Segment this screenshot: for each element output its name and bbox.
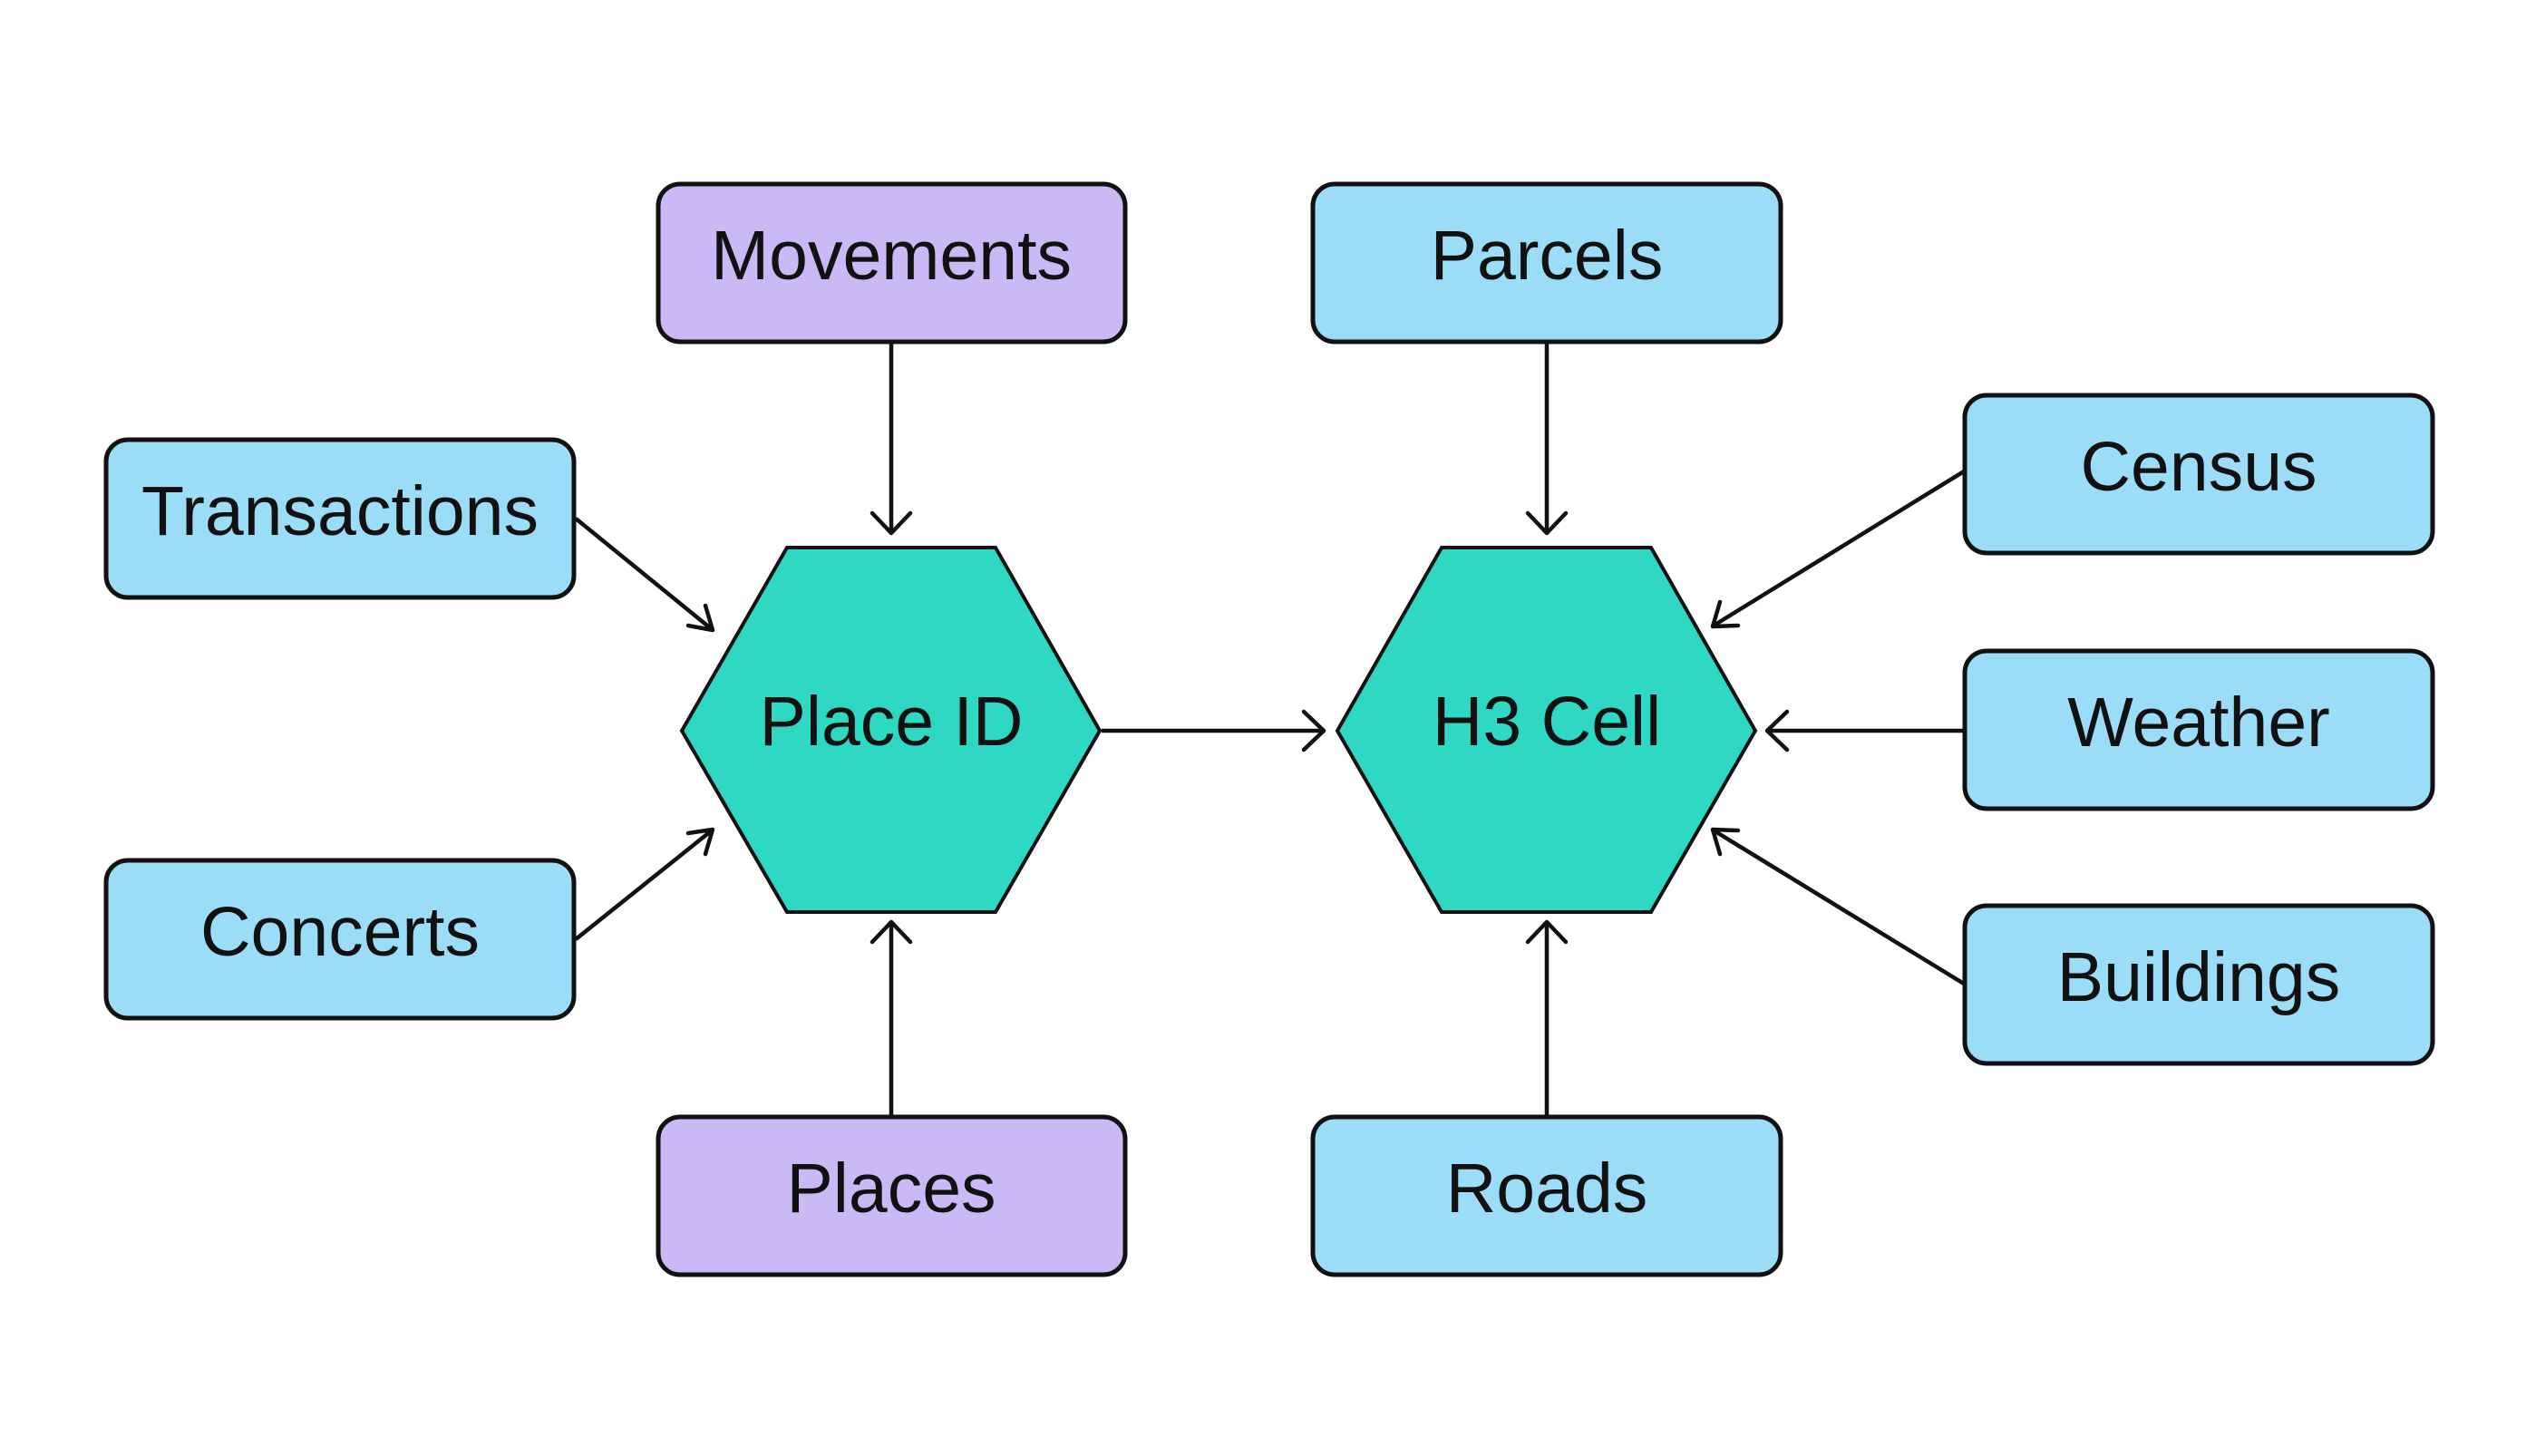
node-concerts: Concerts — [103, 858, 577, 1021]
node-census: Census — [1962, 393, 2435, 556]
box-shape — [1962, 648, 2435, 811]
node-label-transactions: Transactions — [141, 472, 539, 550]
box-shape — [103, 437, 577, 600]
box-shape — [656, 181, 1128, 345]
edge-places-to-place-id — [870, 919, 913, 1115]
node-label-buildings: Buildings — [2057, 938, 2340, 1016]
edge-buildings-to-h3-cell — [1710, 827, 1966, 985]
box-shape — [103, 858, 577, 1021]
hexagon-shape — [1335, 546, 1758, 914]
node-label-movements: Movements — [711, 217, 1072, 295]
node-label-concerts: Concerts — [200, 893, 480, 971]
hub-h3-cell: H3 Cell — [1335, 546, 1758, 914]
hexagon-shape — [679, 546, 1103, 914]
edge-weather-to-h3-cell — [1764, 709, 1964, 752]
edge-movements-to-place-id — [870, 342, 913, 536]
box-shape — [1962, 393, 2435, 556]
edge-parcels-to-h3-cell — [1525, 342, 1569, 536]
node-buildings: Buildings — [1962, 903, 2435, 1066]
box-shape — [1962, 903, 2435, 1066]
node-label-weather: Weather — [2067, 684, 2330, 762]
node-roads: Roads — [1310, 1114, 1783, 1277]
edge-roads-to-h3-cell — [1525, 919, 1569, 1115]
node-parcels: Parcels — [1310, 181, 1783, 345]
edge-place-id-to-h3-cell — [1102, 709, 1326, 752]
node-movements: Movements — [656, 181, 1128, 345]
edge-census-to-h3-cell — [1710, 470, 1966, 629]
hub-place-id: Place ID — [679, 546, 1103, 914]
node-weather: Weather — [1962, 648, 2435, 811]
edges — [574, 342, 1966, 1115]
box-shape — [1310, 1114, 1783, 1277]
node-label-places: Places — [786, 1150, 996, 1228]
box-shape — [656, 1114, 1128, 1277]
node-transactions: Transactions — [103, 437, 577, 600]
hub-label-h3-cell: H3 Cell — [1433, 683, 1661, 761]
node-places: Places — [656, 1114, 1128, 1277]
node-label-parcels: Parcels — [1431, 217, 1664, 295]
edge-concerts-to-place-id — [574, 827, 715, 941]
box-shape — [1310, 181, 1783, 345]
node-label-census: Census — [2080, 428, 2317, 506]
node-label-roads: Roads — [1446, 1150, 1648, 1228]
hub-label-place-id: Place ID — [759, 683, 1023, 761]
edge-transactions-to-place-id — [574, 517, 715, 633]
